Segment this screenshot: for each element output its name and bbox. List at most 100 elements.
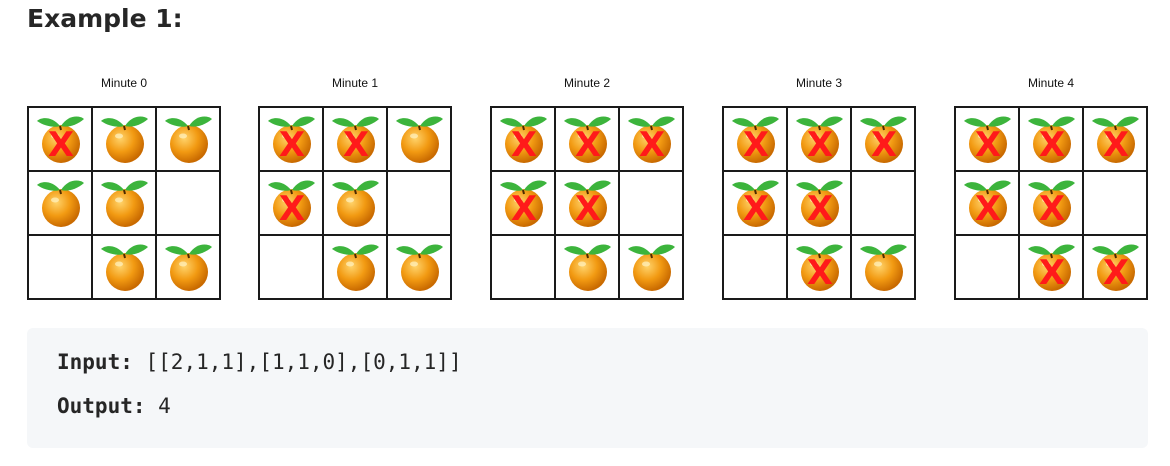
rotten-x-mark: X (279, 125, 305, 165)
grid-line (1146, 106, 1148, 300)
rotten-x-mark: X (511, 189, 537, 229)
grid-line (490, 298, 684, 300)
rotten-x-mark: X (743, 125, 769, 165)
grid-line (219, 106, 221, 300)
fresh-orange-icon (323, 235, 387, 299)
grid-line (490, 170, 684, 172)
rotten-orange-icon: X (491, 171, 555, 235)
grid-line (954, 298, 1148, 300)
fresh-orange-icon (387, 107, 451, 171)
grid-line (954, 106, 956, 300)
rotten-x-mark: X (871, 125, 897, 165)
grid-line (722, 298, 916, 300)
rotten-orange-icon: X (723, 107, 787, 171)
grid-line (954, 170, 1148, 172)
output-line: Output: 4 (57, 394, 171, 418)
grid-line (258, 106, 452, 108)
example-code-block: Input: [[2,1,1],[1,1,0],[0,1,1]] Output:… (27, 328, 1148, 448)
minute-label: Minute 3 (795, 76, 843, 90)
rotten-orange-icon: X (28, 107, 92, 171)
rotten-orange-icon: X (955, 171, 1019, 235)
grid-line (27, 106, 221, 108)
fresh-orange-icon (28, 171, 92, 235)
grid-line (850, 106, 852, 300)
fresh-orange-icon (555, 235, 619, 299)
orange-grid: X (27, 106, 221, 300)
input-label: Input: (57, 350, 133, 374)
empty-cell (387, 171, 451, 235)
grid-line (386, 106, 388, 300)
grid-line (490, 106, 684, 108)
rotten-orange-icon: X (787, 171, 851, 235)
rotten-orange-icon: X (1083, 235, 1147, 299)
grid-line (1082, 106, 1084, 300)
grid-line (490, 234, 684, 236)
fresh-orange-icon (92, 171, 156, 235)
grid-line (27, 106, 29, 300)
empty-cell (723, 235, 787, 299)
rotten-orange-icon: X (1019, 235, 1083, 299)
rotten-x-mark: X (1039, 189, 1065, 229)
fresh-orange-icon (323, 171, 387, 235)
rotten-orange-icon: X (491, 107, 555, 171)
grid-line (450, 106, 452, 300)
grid-line (322, 106, 324, 300)
rotten-orange-icon: X (851, 107, 915, 171)
grid-line (618, 106, 620, 300)
output-value: 4 (158, 394, 171, 418)
rotten-orange-icon: X (555, 171, 619, 235)
rotten-x-mark: X (279, 189, 305, 229)
rotten-orange-icon: X (259, 171, 323, 235)
fresh-orange-icon (92, 235, 156, 299)
rotten-x-mark: X (807, 253, 833, 293)
empty-cell (851, 171, 915, 235)
grid-line (682, 106, 684, 300)
rotten-x-mark: X (1103, 125, 1129, 165)
rotten-x-mark: X (639, 125, 665, 165)
empty-cell (955, 235, 1019, 299)
rotten-x-mark: X (1039, 253, 1065, 293)
rotten-orange-icon: X (787, 107, 851, 171)
rotten-orange-icon: X (955, 107, 1019, 171)
rotten-x-mark: X (48, 125, 74, 165)
grid-line (258, 170, 452, 172)
rotten-x-mark: X (975, 189, 1001, 229)
rotten-orange-icon: X (1019, 171, 1083, 235)
rotten-x-mark: X (975, 125, 1001, 165)
grid-line (27, 170, 221, 172)
rotten-orange-icon: X (1019, 107, 1083, 171)
rotten-x-mark: X (807, 125, 833, 165)
grid-line (954, 106, 1148, 108)
grid-line (722, 106, 916, 108)
minute-label: Minute 2 (563, 76, 611, 90)
empty-cell (259, 235, 323, 299)
rotten-orange-icon: X (723, 171, 787, 235)
rotten-x-mark: X (511, 125, 537, 165)
rotten-orange-icon: X (259, 107, 323, 171)
grid-line (722, 170, 916, 172)
empty-cell (619, 171, 683, 235)
fresh-orange-icon (92, 107, 156, 171)
rotten-orange-icon: X (1083, 107, 1147, 171)
grid-line (954, 234, 1148, 236)
empty-cell (491, 235, 555, 299)
fresh-orange-icon (156, 107, 220, 171)
grid-line (27, 298, 221, 300)
example-heading: Example 1: (27, 4, 183, 33)
rotten-x-mark: X (807, 189, 833, 229)
rotten-x-mark: X (743, 189, 769, 229)
grid-line (258, 234, 452, 236)
empty-cell (28, 235, 92, 299)
grid-line (258, 298, 452, 300)
grid-line (258, 106, 260, 300)
grid-line (554, 106, 556, 300)
rotten-x-mark: X (575, 125, 601, 165)
input-value: [[2,1,1],[1,1,0],[0,1,1]] (145, 350, 462, 374)
rotten-orange-icon: X (787, 235, 851, 299)
